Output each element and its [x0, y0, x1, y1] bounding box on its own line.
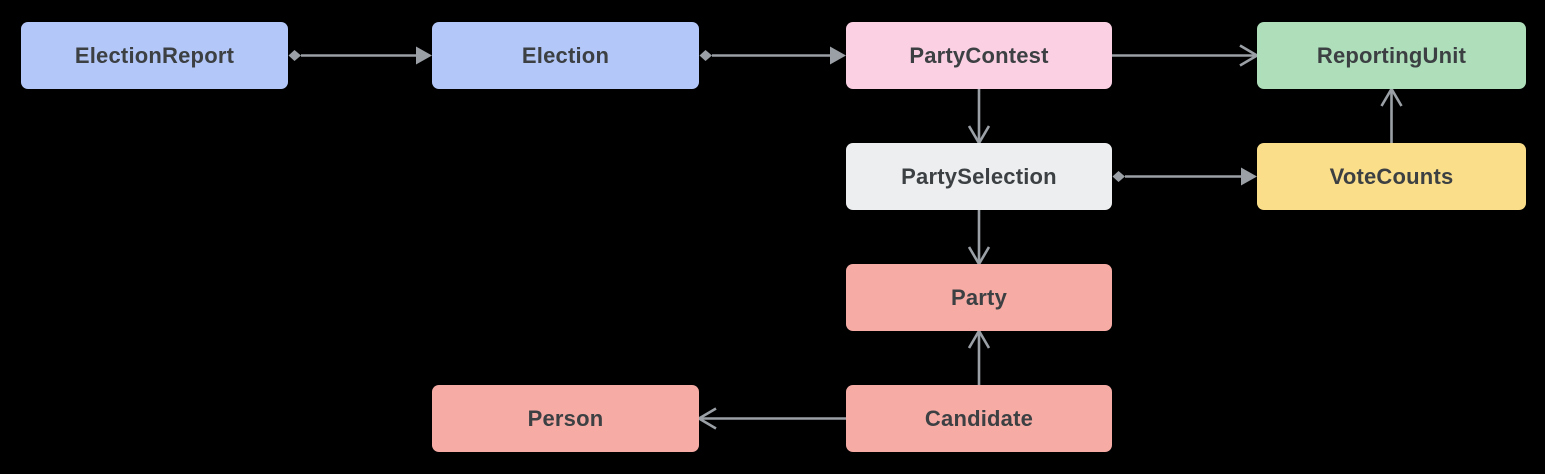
node-person[interactable]: Person [432, 385, 699, 452]
node-vote-counts[interactable]: VoteCounts [1257, 143, 1526, 210]
node-label-election-report: ElectionReport [74, 42, 235, 68]
node-label-party: Party [950, 284, 1008, 310]
edge-election-report-election [288, 46, 432, 65]
node-label-vote-counts: VoteCounts [1329, 163, 1454, 189]
edge-vote-counts-reporting-unit [1380, 86, 1403, 143]
edge-party-selection-vote-counts [1112, 167, 1257, 186]
edge-party-contest-party-selection [967, 89, 991, 146]
node-election[interactable]: Election [432, 22, 699, 89]
node-party-contest[interactable]: PartyContest [846, 22, 1112, 89]
edge-candidate-person [696, 407, 846, 430]
node-label-person: Person [527, 405, 604, 431]
edge-party-contest-reporting-unit [1112, 44, 1260, 67]
node-label-candidate: Candidate [924, 405, 1034, 431]
edge-party-selection-party [967, 210, 991, 267]
node-label-reporting-unit: ReportingUnit [1316, 42, 1467, 68]
node-label-party-selection: PartySelection [901, 163, 1057, 189]
node-party[interactable]: Party [846, 264, 1112, 331]
node-reporting-unit[interactable]: ReportingUnit [1257, 22, 1526, 89]
node-label-party-contest: PartyContest [909, 42, 1049, 68]
node-candidate[interactable]: Candidate [846, 385, 1112, 452]
node-election-report[interactable]: ElectionReport [21, 22, 288, 89]
node-label-election: Election [521, 42, 610, 68]
edge-candidate-party [967, 328, 991, 385]
edge-election-party-contest [699, 46, 846, 65]
node-party-selection[interactable]: PartySelection [846, 143, 1112, 210]
